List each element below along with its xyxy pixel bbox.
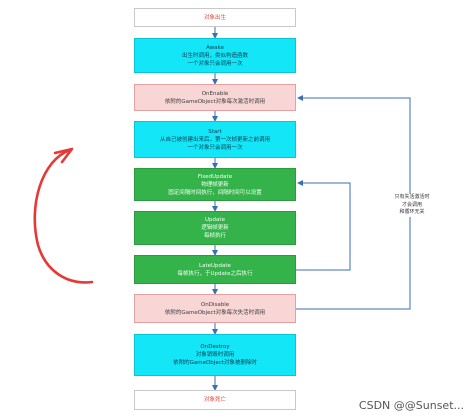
- node-line: 每帧执行，于Update之后执行: [177, 270, 253, 277]
- node-title: LateUpdate: [199, 262, 231, 269]
- csdn-watermark: CSDN @@Sunset...: [358, 399, 464, 412]
- node-object-birth: 对象出生: [134, 8, 296, 27]
- node-line: 依附的GameObject对象每次失活时调用: [164, 309, 266, 316]
- enable-disable-note: 只有失活激活时 才会调用 和循环无关: [388, 194, 436, 217]
- node-lateupdate: LateUpdate 每帧执行，于Update之后执行: [134, 255, 296, 284]
- note-line: 才会调用: [401, 201, 422, 208]
- node-title: 对象出生: [203, 14, 226, 21]
- node-start: Start 从自己被创建出来后，第一次帧更新之前调用 一个对象只会调用一次: [134, 121, 296, 158]
- node-onenable: OnEnable 依附的GameObject对象每次激活时调用: [134, 84, 296, 111]
- node-title: OnDestroy: [200, 344, 230, 350]
- node-line: 固定间隔时间执行，间隔时间可以设置: [168, 189, 262, 196]
- node-fixedupdate: FixedUpdate 物理帧更新 固定间隔时间执行，间隔时间可以设置: [134, 168, 296, 201]
- node-title: OnEnable: [201, 90, 229, 97]
- node-line: 一个对象只会调用一次: [187, 144, 243, 151]
- node-line: 一个对象只会调用一次: [187, 60, 243, 67]
- node-line: 依附的GameObject对象每次激活时调用: [164, 98, 266, 105]
- node-title: OnDisable: [200, 301, 230, 308]
- node-ondisable: OnDisable 依附的GameObject对象每次失活时调用: [134, 294, 296, 323]
- node-ondestroy: OnDestroy 对象销毁时调用 依附的GameObject对象被删除时: [134, 334, 296, 376]
- node-title: Awake: [206, 44, 224, 51]
- note-line: 和循环无关: [399, 209, 425, 215]
- node-line: 逻辑帧更新: [201, 225, 229, 231]
- node-line: 物理帧更新: [201, 181, 229, 188]
- node-title: FixedUpdate: [197, 173, 233, 180]
- node-awake: Awake 出生时调用，类似构造函数 一个对象只会调用一次: [134, 38, 296, 73]
- node-line: 每帧执行: [203, 233, 226, 239]
- node-title: 对象死亡: [203, 397, 226, 403]
- node-title: Update: [205, 217, 225, 223]
- node-line: 依附的GameObject对象被删除时: [173, 360, 257, 366]
- note-line: 只有失活激活时: [394, 194, 430, 200]
- node-object-death: 对象死亡: [134, 390, 296, 410]
- red-cycle-annotation: [33, 147, 94, 284]
- update-loop-arrow: [296, 180, 351, 271]
- node-line: 出生时调用，类似构造函数: [181, 52, 248, 59]
- node-line: 对象销毁时调用: [195, 352, 235, 358]
- node-update: Update 逻辑帧更新 每帧执行: [134, 211, 296, 245]
- node-title: Start: [208, 128, 222, 135]
- node-line: 从自己被创建出来后，第一次帧更新之前调用: [159, 136, 270, 143]
